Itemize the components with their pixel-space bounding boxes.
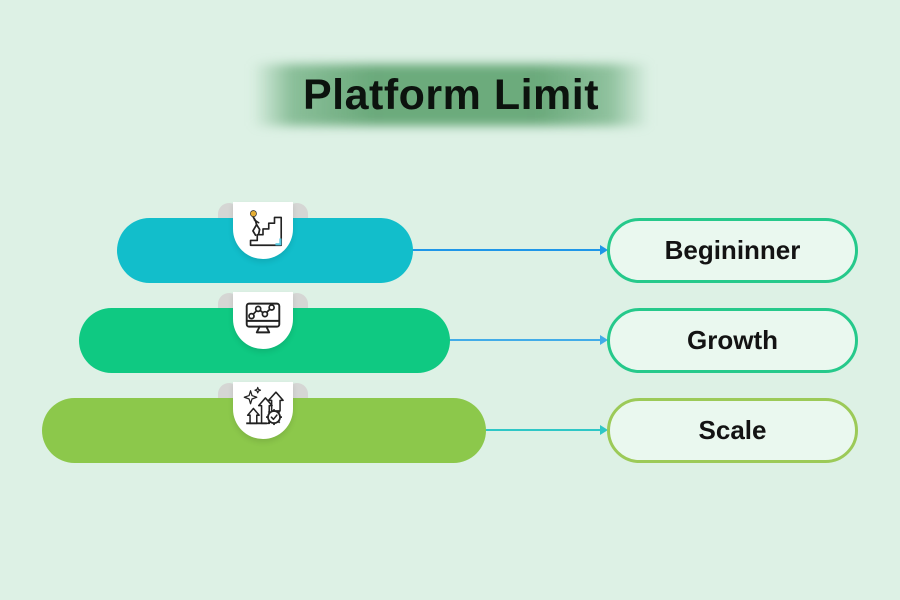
icon-badge-growth xyxy=(233,292,293,349)
icon-badge-scale xyxy=(233,382,293,439)
connector-line-beginner xyxy=(411,249,602,251)
growth-arrows-gear-icon xyxy=(243,386,284,426)
level-label: Growth xyxy=(687,325,778,355)
title-gradient-band xyxy=(252,64,650,126)
level-label-pill-growth: Growth xyxy=(607,308,858,373)
connector-arrow-icon xyxy=(600,335,608,345)
analytics-monitor-icon xyxy=(245,302,281,334)
connector-line-growth xyxy=(448,339,602,341)
level-label: Begininner xyxy=(664,235,801,265)
connector-arrow-icon xyxy=(600,245,608,255)
level-label: Scale xyxy=(698,415,767,445)
icon-badge-beginner xyxy=(233,202,293,259)
connector-line-scale xyxy=(484,429,602,431)
connector-arrow-icon xyxy=(600,425,608,435)
level-label-pill-beginner: Begininner xyxy=(607,218,858,283)
page-title: Platform Limit xyxy=(302,70,600,119)
level-label-pill-scale: Scale xyxy=(607,398,858,463)
person-climbing-stairs-icon xyxy=(249,210,283,247)
gear-check-icon xyxy=(266,409,282,426)
